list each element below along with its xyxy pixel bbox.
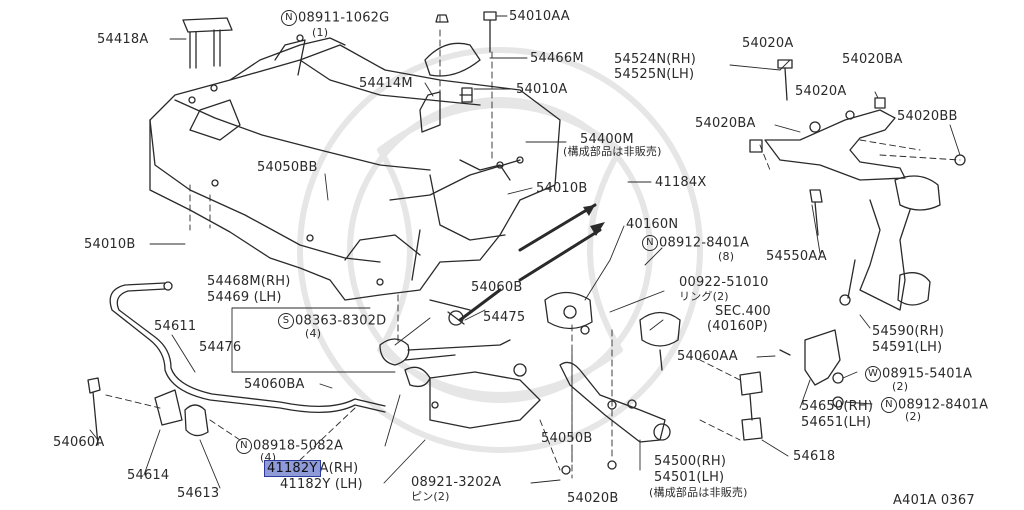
upper-arm [749,59,966,181]
diagram-code: A401A 0367 [893,493,975,508]
label-00922-51010[interactable]: 00922-51010 [679,275,769,290]
note-08921: ピン(2) [411,490,450,503]
label-54650[interactable]: 54650(RH) [801,399,874,414]
n-circle-icon: N [236,438,252,454]
label-54418A[interactable]: 54418A [97,32,149,47]
label-54050BB[interactable]: 54050BB [257,160,318,175]
qty-08912-bottom: (2) [905,410,922,423]
watermark-emblem [297,47,703,453]
label-54651[interactable]: 54651(LH) [801,415,872,430]
front-crossmember [149,34,561,301]
tension-rod [379,299,541,429]
label-54020A-top[interactable]: 54020A [742,36,794,51]
note-00922: リング(2) [679,290,729,303]
label-54524N[interactable]: 54524N(RH) [614,52,697,67]
note-54400M: (構成部品は非販売) [563,145,662,158]
label-54611[interactable]: 54611 [154,319,197,334]
label-54010B-right[interactable]: 54010B [536,181,588,196]
stabilizer-link [739,329,844,441]
label-54060BA[interactable]: 54060BA [244,377,305,392]
label-54020B[interactable]: 54020B [567,491,619,506]
label-54468M[interactable]: 54468M(RH) [207,274,291,289]
dashed-lines [105,29,961,479]
n-circle-icon: N [281,10,297,26]
label-54414M[interactable]: 54414M [359,76,413,91]
lower-link [544,291,681,475]
label-54466M[interactable]: 54466M [530,51,584,66]
direction-arrows [458,203,602,322]
label-54613[interactable]: 54613 [177,486,220,501]
label-41182Y[interactable]: 41182Y (LH) [280,477,363,492]
label-54010AA[interactable]: 54010AA [509,9,570,24]
n-circle-icon: N [881,397,897,413]
label-54020A-mid[interactable]: 54020A [795,84,847,99]
qty-08912-top: (8) [718,250,735,263]
label-sec400[interactable]: SEC.400 [715,304,771,319]
label-54020BB[interactable]: 54020BB [897,109,958,124]
label-54614[interactable]: 54614 [127,468,170,483]
label-54060B[interactable]: 54060B [471,280,523,295]
label-40160P: (40160P) [707,319,768,334]
note-54501: (構成部品は非販売) [649,486,748,499]
label-54525N[interactable]: 54525N(LH) [614,67,695,82]
label-54618[interactable]: 54618 [793,449,836,464]
leader-lines [89,15,961,489]
label-54591[interactable]: 54591(LH) [872,340,943,355]
label-08921-3202A[interactable]: 08921-3202A [411,475,502,490]
label-41184X[interactable]: 41184X [655,175,707,190]
label-54400M[interactable]: 54400M [580,132,634,147]
label-54050B[interactable]: 54050B [541,431,593,446]
n-circle-icon: N [642,235,658,251]
label-54020BA-mid[interactable]: 54020BA [695,116,756,131]
s-circle-icon: S [278,313,294,329]
highlighted-part-number: 41182Y [264,460,321,477]
qty-08363: (4) [305,327,322,340]
knuckle [809,175,941,311]
w-circle-icon: W [865,366,881,382]
qty-08911: (1) [312,26,329,39]
label-54010B-left[interactable]: 54010B [84,237,136,252]
label-54060A[interactable]: 54060A [53,435,105,450]
label-54469[interactable]: 54469 (LH) [207,290,282,305]
label-54010A[interactable]: 54010A [516,82,568,97]
label-54501[interactable]: 54501(LH) [654,470,725,485]
arrow-heads [583,205,605,236]
label-40160N[interactable]: 40160N [626,217,679,232]
stabilizer-bar [87,281,386,446]
qty-08915: (2) [892,380,909,393]
label-54475[interactable]: 54475 [483,310,526,325]
qty-08918: (4) [260,451,277,464]
label-54590[interactable]: 54590(RH) [872,324,945,339]
label-54060AA[interactable]: 54060AA [677,349,738,364]
label-54476[interactable]: 54476 [199,340,242,355]
label-54020BA-top[interactable]: 54020BA [842,52,903,67]
label-54550AA[interactable]: 54550AA [766,249,827,264]
label-54500[interactable]: 54500(RH) [654,454,727,469]
